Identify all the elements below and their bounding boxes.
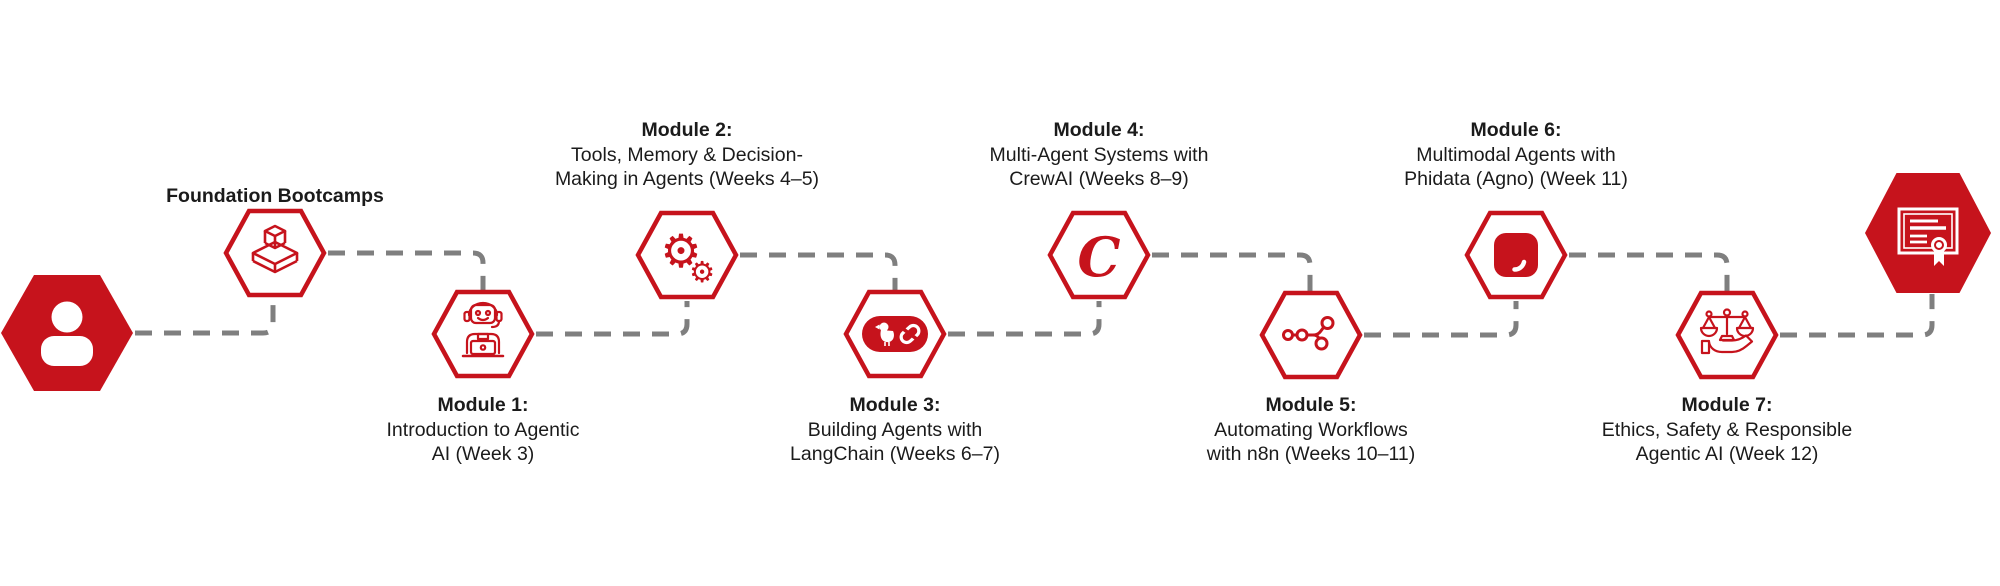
langchain-logo-icon: [862, 316, 928, 352]
robot-agent-icon: [461, 301, 505, 358]
module-2-node: ⚙ ⚙: [635, 210, 739, 300]
connector-5: [948, 301, 1102, 337]
module-4-label: Module 4: Multi-Agent Systems with CrewA…: [939, 118, 1259, 192]
module-title: Module 1:: [437, 394, 529, 416]
module-7-node: [1675, 290, 1779, 380]
building-blocks-icon: [251, 224, 299, 274]
module-7-label: Module 7: Ethics, Safety & Responsible A…: [1567, 393, 1887, 467]
connector-4: [740, 252, 898, 290]
connector-1: [135, 299, 276, 336]
module-desc-line: CrewAI (Weeks 8–9): [1009, 168, 1189, 190]
module-4-node: C: [1047, 210, 1151, 300]
module-3-label: Module 3: Building Agents with LangChain…: [735, 393, 1055, 467]
module-title: Module 7:: [1681, 394, 1773, 416]
user-icon: [41, 301, 93, 366]
module-6-label: Module 6: Multimodal Agents with Phidata…: [1356, 118, 1676, 192]
module-6-node: [1464, 210, 1568, 300]
end-node: [1865, 173, 1991, 293]
phidata-agno-logo-icon: [1494, 233, 1538, 277]
module-1-label: Module 1: Introduction to Agentic AI (We…: [323, 393, 643, 467]
module-title: Module 3:: [849, 394, 941, 416]
module-desc-line: Automating Workflows: [1214, 418, 1408, 441]
module-desc-line: Building Agents with: [807, 418, 983, 441]
hexagon-filled: [1865, 173, 1991, 293]
module-title: Module 6:: [1470, 119, 1562, 141]
module-desc-line: LangChain (Weeks 6–7): [790, 443, 1000, 465]
start-node: [1, 275, 133, 391]
connector-9: [1780, 294, 1935, 338]
svg-text:⚙: ⚙: [660, 224, 701, 278]
module-title: Module 2:: [641, 119, 733, 141]
hexagon-filled: [1, 275, 133, 391]
module-2-label: Module 2: Tools, Memory & Decision- Maki…: [527, 118, 847, 192]
hexagon-outline: [1047, 210, 1151, 300]
connector-2: [328, 250, 486, 290]
svg-text:C: C: [1078, 225, 1121, 289]
connector-7: [1364, 301, 1519, 338]
module-1-node: [431, 289, 535, 379]
connector-6: [1152, 252, 1313, 291]
module-5-label: Module 5: Automating Workflows with n8n …: [1151, 393, 1471, 467]
module-desc-line: Introduction to Agentic: [386, 418, 580, 441]
module-title: Module 4:: [1053, 119, 1145, 141]
module-desc-line: Tools, Memory & Decision-: [571, 143, 803, 166]
module-title: Module 5:: [1265, 394, 1357, 416]
certificate-icon: [1897, 207, 1959, 266]
module-3-node: [843, 289, 947, 379]
hexagon-outline: [635, 210, 739, 300]
hexagon-outline: [223, 208, 327, 298]
module-desc-line: AI (Week 3): [431, 443, 535, 465]
connector-3: [536, 301, 690, 337]
module-desc-line: Phidata (Agno) (Week 11): [1404, 168, 1628, 190]
foundation-label: Foundation Bootcamps: [115, 184, 435, 209]
module-desc-line: Multimodal Agents with: [1416, 143, 1616, 166]
scales-hand-icon: [1699, 308, 1755, 355]
module-desc-line: with n8n (Weeks 10–11): [1206, 443, 1416, 465]
n8n-nodes-icon: [1282, 316, 1335, 351]
gears-icon: ⚙ ⚙: [660, 224, 715, 289]
module-desc-line: Making in Agents (Weeks 4–5): [554, 168, 820, 190]
connector-8: [1569, 252, 1730, 291]
crewai-logo-icon: C: [1078, 225, 1121, 289]
module-desc-line: Ethics, Safety & Responsible: [1601, 418, 1853, 441]
module-desc-line: Agentic AI (Week 12): [1635, 443, 1819, 465]
svg-text:⚙: ⚙: [689, 255, 715, 289]
foundation-label-text: Foundation Bootcamps: [166, 185, 384, 207]
foundation-node: [223, 208, 327, 298]
module-desc-line: Multi-Agent Systems with: [989, 143, 1209, 166]
module-5-node: [1259, 290, 1363, 380]
